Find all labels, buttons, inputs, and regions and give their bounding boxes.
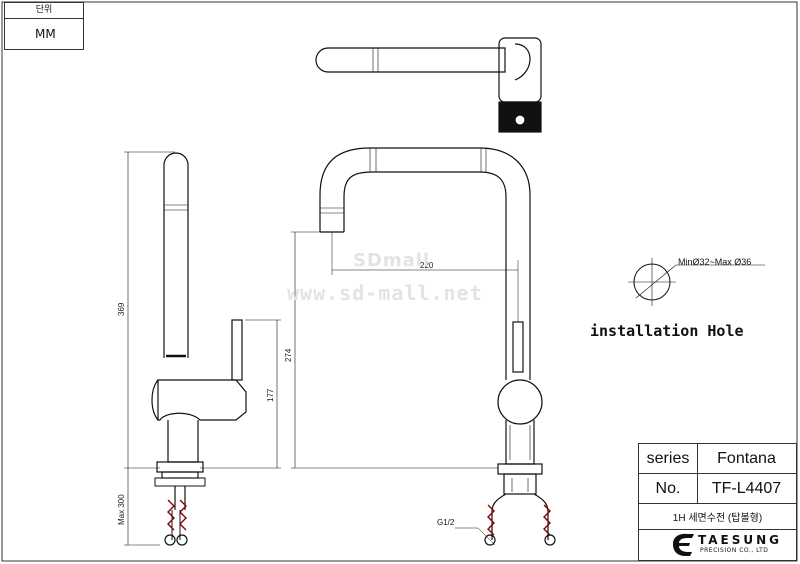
installation-hole-diagram [628, 258, 765, 306]
hole-size-label: MinØ32~Max Ø36 [678, 257, 752, 267]
number-row: No. TF-L4407 [639, 474, 796, 504]
thread-label: G1/2 [437, 518, 455, 527]
description-row: 1H 세면수전 (탑볼형) [639, 504, 796, 530]
dim-total-height: 369 [117, 302, 126, 316]
top-view [315, 37, 542, 133]
title-block: series Fontana No. TF-L4407 1H 세면수전 (탑볼형… [638, 443, 797, 561]
series-row: series Fontana [639, 444, 796, 474]
taesung-logo-icon [673, 533, 694, 556]
unit-box: 단위 MM [4, 2, 84, 50]
logo-subtitle: PRECISION CO., LTD [700, 547, 769, 554]
company-logo: TAESUNG PRECISION CO., LTD [670, 531, 795, 559]
number-key: No. [639, 474, 698, 503]
side-view [124, 151, 281, 546]
front-view [291, 147, 556, 546]
description: 1H 세면수전 (탑볼형) [672, 513, 763, 524]
logo-name: TAESUNG [698, 533, 783, 547]
dim-under-counter: Max 300 [117, 494, 126, 525]
dim-body-height: 177 [266, 388, 275, 402]
unit-label: 단위 [5, 3, 83, 19]
series-key: series [639, 444, 698, 473]
installation-hole-caption: installation Hole [590, 322, 744, 340]
dim-spout-height: 274 [284, 348, 293, 362]
number-value: TF-L4407 [711, 479, 782, 497]
unit-value: MM [35, 27, 56, 41]
series-value: Fontana [717, 449, 776, 467]
watermark-line2: www.sd-mall.net [287, 281, 483, 305]
dim-spout-reach: 220 [420, 261, 434, 270]
watermark-line1: SDmall [353, 250, 431, 271]
